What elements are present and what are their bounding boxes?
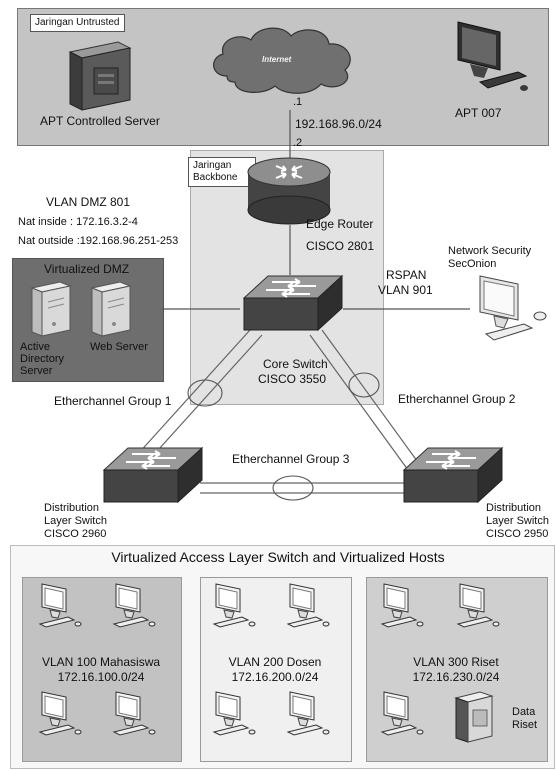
desktop-computer-icon [457, 21, 528, 91]
vlan-200-name: VLAN 200 Dosen [228, 655, 322, 669]
router-icon [247, 157, 331, 225]
ad-server-label-2: Directory [20, 353, 65, 365]
secmon-label-2: SecOnion [448, 258, 497, 270]
edge-router-name: Edge Router [306, 217, 374, 231]
internet-label: Internet [262, 55, 292, 64]
etherchannel-1-ring [187, 379, 223, 407]
distribution-switch-left-icon [102, 446, 204, 504]
nat-outside-label: Nat outside :192.168.96.251-253 [18, 235, 179, 247]
etherchannel-3-ring [272, 475, 314, 501]
vlan-300-name: VLAN 300 Riset [413, 655, 499, 669]
server-tower-icon [68, 41, 132, 111]
host-pc-icon [213, 691, 256, 736]
data-riset-label-1: Data [512, 706, 536, 718]
host-pc-icon [287, 583, 330, 628]
dmz-title: Virtualized DMZ [44, 262, 130, 276]
host-pc-icon [457, 583, 500, 628]
etherchannel-2-ring [348, 372, 380, 398]
ip-dot1-label: .1 [293, 96, 303, 108]
vlan-100-subnet: 172.16.100.0/24 [57, 670, 145, 684]
data-server-icon [454, 691, 494, 743]
etherchannel-group-3-label: Etherchannel Group 3 [232, 452, 350, 466]
secmon-label-1: Network Security [448, 245, 532, 257]
apt-server-label: APT Controlled Server [40, 114, 160, 128]
desktop-computer-icon [479, 275, 547, 341]
ad-server-label-1: Active [20, 341, 50, 353]
host-pc-icon [39, 583, 82, 628]
ad-server-label-3: Server [20, 365, 53, 377]
nat-inside-label: Nat inside : 172.16.3.2-4 [18, 216, 138, 228]
distribution-switch-right-icon [402, 446, 504, 504]
wan-subnet-label: 192.168.96.0/24 [295, 117, 382, 131]
dist-right-label-2: Layer Switch [486, 515, 549, 527]
vlan-200-subnet: 172.16.200.0/24 [231, 670, 319, 684]
core-switch-icon [242, 274, 344, 332]
etherchannel-group-1-label: Etherchannel Group 1 [54, 394, 172, 408]
host-pc-icon [39, 691, 82, 736]
host-pc-icon [381, 691, 424, 736]
host-pc-icon [113, 691, 156, 736]
backbone-zone-label: Jaringan Backbone [188, 157, 256, 187]
rspan-label: RSPAN [386, 268, 427, 282]
vlan-100-name: VLAN 100 Mahasiswa [41, 655, 161, 669]
web-server-label: Web Server [90, 341, 148, 353]
internet-cloud-icon [213, 27, 351, 94]
dist-right-label-1: Distribution [486, 502, 542, 514]
host-pc-icon [113, 583, 156, 628]
apt007-label: APT 007 [455, 106, 502, 120]
ip-dot2-label: .2 [293, 137, 303, 149]
data-riset-label-2: Riset [512, 719, 538, 731]
untrusted-zone-label: Jaringan Untrusted [30, 14, 125, 32]
web-server-icon [90, 281, 132, 337]
dist-left-label-1: Distribution [44, 502, 100, 514]
dist-right-label-3: CISCO 2950 [486, 528, 549, 540]
host-pc-icon [213, 583, 256, 628]
edge-router-model: CISCO 2801 [306, 239, 375, 253]
etherchannel-group-2-label: Etherchannel Group 2 [398, 392, 516, 406]
core-switch-model: CISCO 3550 [258, 372, 327, 386]
access-layer-title: Virtualized Access Layer Switch and Virt… [111, 549, 445, 565]
dist-left-label-3: CISCO 2960 [44, 528, 107, 540]
vlan-300-subnet: 172.16.230.0/24 [412, 670, 500, 684]
host-pc-icon [381, 583, 424, 628]
vlan-dmz-title: VLAN DMZ 801 [46, 195, 131, 209]
core-switch-name: Core Switch [263, 357, 328, 371]
active-directory-server-icon [30, 281, 72, 337]
dist-left-label-2: Layer Switch [44, 515, 107, 527]
host-pc-icon [287, 691, 330, 736]
rspan-vlan-label: VLAN 901 [378, 283, 433, 297]
